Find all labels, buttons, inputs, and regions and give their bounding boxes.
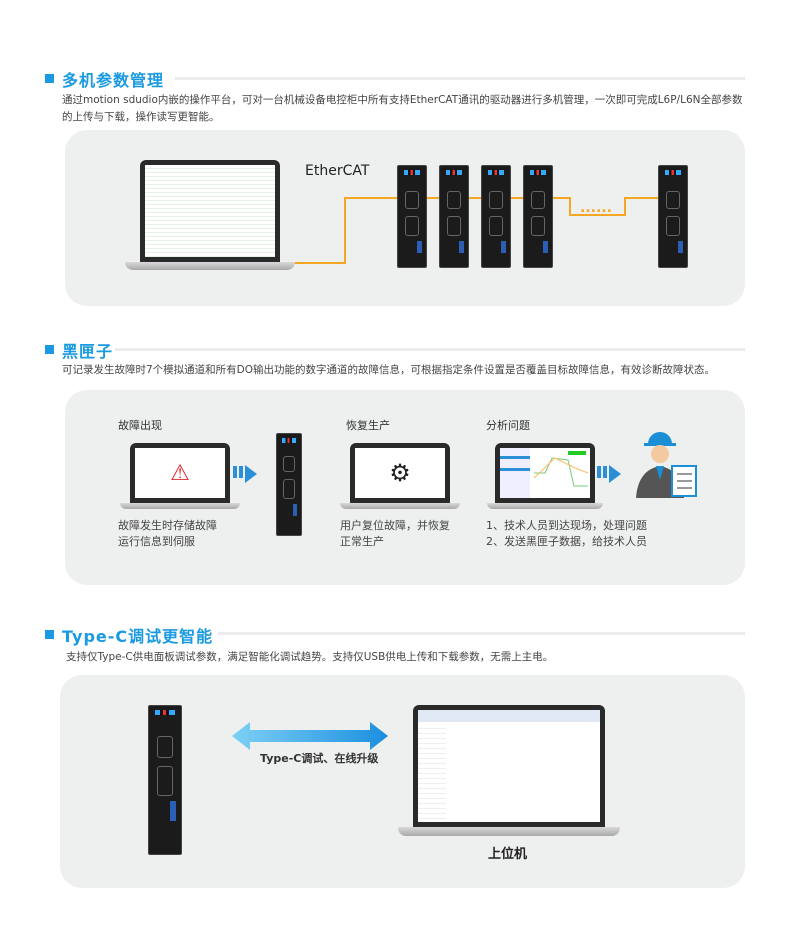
chart-icon [500, 448, 590, 498]
section-marker [45, 630, 54, 639]
bidirectional-arrow-icon [232, 722, 388, 750]
divider [218, 632, 745, 635]
section-marker [45, 74, 54, 83]
step-label: 故障出现 [118, 419, 162, 432]
servo-drive [276, 433, 302, 536]
arrow-label: Type-C调试、在线升级 [260, 752, 379, 765]
arrow-right-icon [233, 463, 257, 483]
step-label: 分析问题 [486, 419, 530, 432]
gear-icon: ⚙ [389, 459, 411, 487]
divider [175, 77, 745, 80]
servo-drive [439, 165, 469, 268]
section-desc: 支持仅Type-C供电面板调试参数，满足智能化调试趋势。支持仅USB供电上传和下… [66, 651, 554, 663]
servo-drive [523, 165, 553, 268]
step-caption: 用户复位故障，并恢复正常生产 [340, 519, 450, 548]
section-title-black-box: 黑匣子 [62, 342, 114, 361]
section-desc: 通过motion sdudio内嵌的操作平台，可对一台机械设备电控柜中所有支持E… [62, 94, 743, 123]
step-caption: 故障发生时存储故障运行信息到伺服 [118, 519, 217, 548]
ethercat-logo: EtherCAT [305, 163, 370, 179]
divider [115, 348, 745, 351]
technician-icon [636, 432, 697, 498]
servo-drive [481, 165, 511, 268]
servo-drive [658, 165, 688, 268]
arrow-right-icon [597, 463, 621, 483]
more-drives-dots: ...... [580, 200, 612, 216]
warning-icon: ⚠ [170, 460, 190, 486]
section-desc: 可记录发生故障时7个模拟通道和所有DO输出功能的数字通道的故障信息，可根据指定条… [62, 364, 716, 376]
section-title-multi-param: 多机参数管理 [62, 71, 165, 90]
step-label: 恢复生产 [346, 419, 390, 432]
section-title-type-c: Type-C调试更智能 [62, 627, 214, 646]
servo-drive [148, 705, 182, 855]
host-pc-label: 上位机 [488, 847, 528, 862]
servo-drive [397, 165, 427, 268]
section-marker [45, 345, 54, 354]
